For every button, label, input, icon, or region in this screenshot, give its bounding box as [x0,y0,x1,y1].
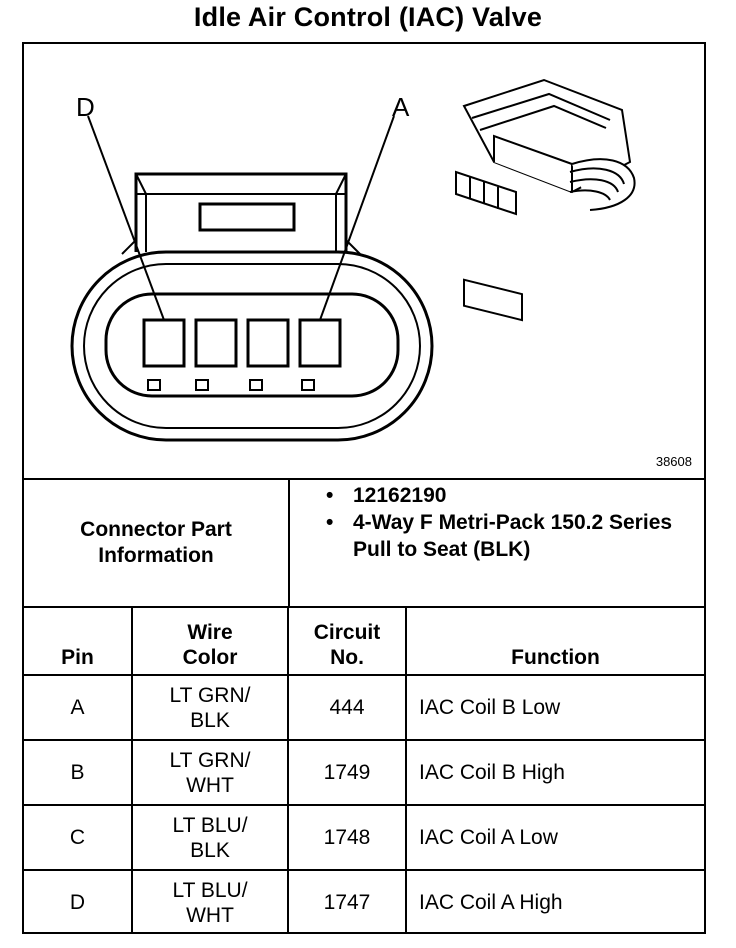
list-item: • 4-Way F Metri-Pack 150.2 Series Pull t… [290,509,700,563]
latch-window [198,202,296,232]
connector-face-illustration: D A [70,78,636,442]
pin-table: Pin Wire Color Circuit No. Function A LT… [24,608,704,934]
cell-function: IAC Coil B High [405,739,704,806]
connector-diagram: D A 38608 [24,44,704,480]
header-circuit-line2: No. [330,646,364,669]
terminal-d [142,318,186,368]
page-title: Idle Air Control (IAC) Valve [193,2,543,32]
bullet-icon: • [326,484,334,507]
header-circuit: Circuit No. [287,608,407,676]
cell-function: IAC Coil A Low [405,804,704,871]
part-description: 4-Way F Metri-Pack 150.2 Series Pull to … [353,511,673,561]
cell-pin: A [24,674,133,741]
header-wire-line1: Wire [187,621,233,644]
connector-part-heading: Connector Part Information [24,480,290,606]
connector-part-list: • 12162190 • 4-Way F Metri-Pack 150.2 Se… [290,482,700,563]
cell-pin: B [24,739,133,806]
header-function: Function [405,608,704,676]
header-pin: Pin [24,608,133,676]
table-row: D LT BLU/ WHT 1747 IAC Coil A High [24,869,704,934]
cell-function: IAC Coil B Low [405,674,704,741]
table-row: B LT GRN/ WHT 1749 IAC Coil B High [24,739,704,806]
wire-line1: LT BLU/ [172,813,248,837]
connector-heading-line2: Information [98,544,214,567]
leader-line-a [319,115,395,321]
cell-wire-color: LT GRN/ WHT [131,739,289,806]
wire-line2: BLK [190,708,230,732]
bullet-icon: • [326,511,334,534]
cell-wire-color: LT BLU/ WHT [131,869,289,934]
wire-line1: LT GRN/ [169,748,251,772]
wire-line2: WHT [186,903,234,927]
part-number: 12162190 [353,484,447,507]
list-item: • 12162190 [290,482,700,509]
cell-pin: D [24,869,133,934]
leader-line-d [87,115,165,321]
wire-line1: LT BLU/ [172,878,248,902]
table-row: C LT BLU/ BLK 1748 IAC Coil A Low [24,804,704,871]
connector-isometric-view [455,78,636,322]
cell-pin: C [24,804,133,871]
cell-function: IAC Coil A High [405,869,704,934]
cell-circuit: 1748 [287,804,407,871]
connector-sheet: D A 38608 Connector Part Information • 1… [22,42,706,934]
wire-line1: LT GRN/ [169,683,251,707]
table-row: A LT GRN/ BLK 444 IAC Coil B Low [24,674,704,741]
header-wire-line2: Color [182,646,238,669]
header-wire-color: Wire Color [131,608,289,676]
pin-label-a: A [392,92,410,122]
connector-part-information: Connector Part Information • 12162190 • … [24,480,704,608]
cell-circuit: 1747 [287,869,407,934]
connector-heading-line1: Connector Part [80,518,232,541]
latch-body [134,172,348,252]
connector-housing-ring [83,263,421,429]
terminal-b [246,318,290,368]
figure-number: 38608 [655,454,692,469]
wire-line2: WHT [186,773,234,797]
cell-wire-color: LT BLU/ BLK [131,804,289,871]
cell-wire-color: LT GRN/ BLK [131,674,289,741]
connector-cavity [104,292,400,398]
header-circuit-line1: Circuit [313,621,381,644]
wire-line2: BLK [190,838,230,862]
cell-circuit: 444 [287,674,407,741]
terminal-a [298,318,342,368]
table-header-row: Pin Wire Color Circuit No. Function [24,608,704,676]
terminal-c [194,318,238,368]
pin-label-d: D [76,92,95,122]
connector-housing-outer [70,250,434,442]
cell-circuit: 1749 [287,739,407,806]
